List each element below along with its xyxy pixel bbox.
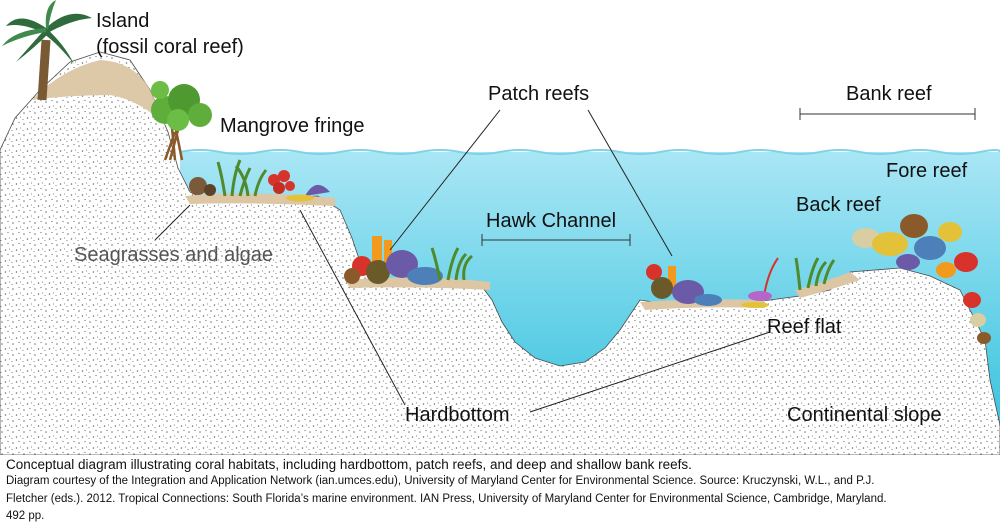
- figure-credit-line-2: Fletcher (eds.). 2012. Tropical Connecti…: [6, 493, 887, 505]
- palm-tree-icon: [2, 0, 92, 101]
- figure-credit-line-3: 492 pp.: [6, 510, 45, 522]
- back-reef-label: Back reef: [796, 194, 881, 216]
- island-label: Island: [96, 10, 150, 32]
- sea-fan-purple-icon: [286, 184, 330, 202]
- hawk-channel-bracket: [481, 234, 631, 246]
- figure-caption: Conceptual diagram illustrating coral ha…: [6, 457, 692, 472]
- hardbottom-label: Hardbottom: [405, 404, 510, 426]
- continental-slope-label: Continental slope: [787, 404, 942, 426]
- patch-reefs-label: Patch reefs: [488, 83, 590, 105]
- leader-lines: [154, 109, 771, 413]
- algae-tuft-icon: [189, 177, 216, 196]
- mangrove-icon: [151, 81, 212, 161]
- back-reef-sand: [795, 272, 860, 298]
- seagrasses-label: Seagrasses and algae: [74, 244, 274, 266]
- back-reef-seagrass-icon: [794, 257, 836, 291]
- seagrass-icon: [216, 159, 268, 197]
- hardbottom-leader-left: [299, 209, 406, 406]
- coral-red-icon: [268, 170, 295, 194]
- water-surface-wave: [179, 149, 1000, 155]
- island-sublabel: (fossil coral reef): [96, 36, 244, 58]
- fore-reef-label: Fore reef: [886, 160, 968, 182]
- seagrass-patch-icon: [430, 247, 473, 281]
- reef-flat-label: Reef flat: [767, 316, 842, 338]
- mangrove-label: Mangrove fringe: [220, 115, 365, 137]
- patch-reef-leader-left: [389, 109, 501, 251]
- figure-credit-line-1: Diagram courtesy of the Integration and …: [6, 475, 875, 487]
- patch-reef-left-corals: [344, 236, 443, 285]
- bank-reef-corals: [852, 214, 991, 344]
- island-soil: [32, 60, 165, 125]
- bank-reef-label: Bank reef: [846, 83, 932, 105]
- seagrass-leader: [154, 204, 191, 241]
- patch-reef-leader-right: [587, 109, 673, 257]
- diagram-illustration: [0, 0, 1000, 455]
- hardbottom-leader-right: [529, 331, 771, 413]
- hawk-channel-label: Hawk Channel: [486, 210, 617, 232]
- patch-reef-right-corals: [646, 257, 779, 308]
- bank-reef-bracket: [799, 108, 976, 120]
